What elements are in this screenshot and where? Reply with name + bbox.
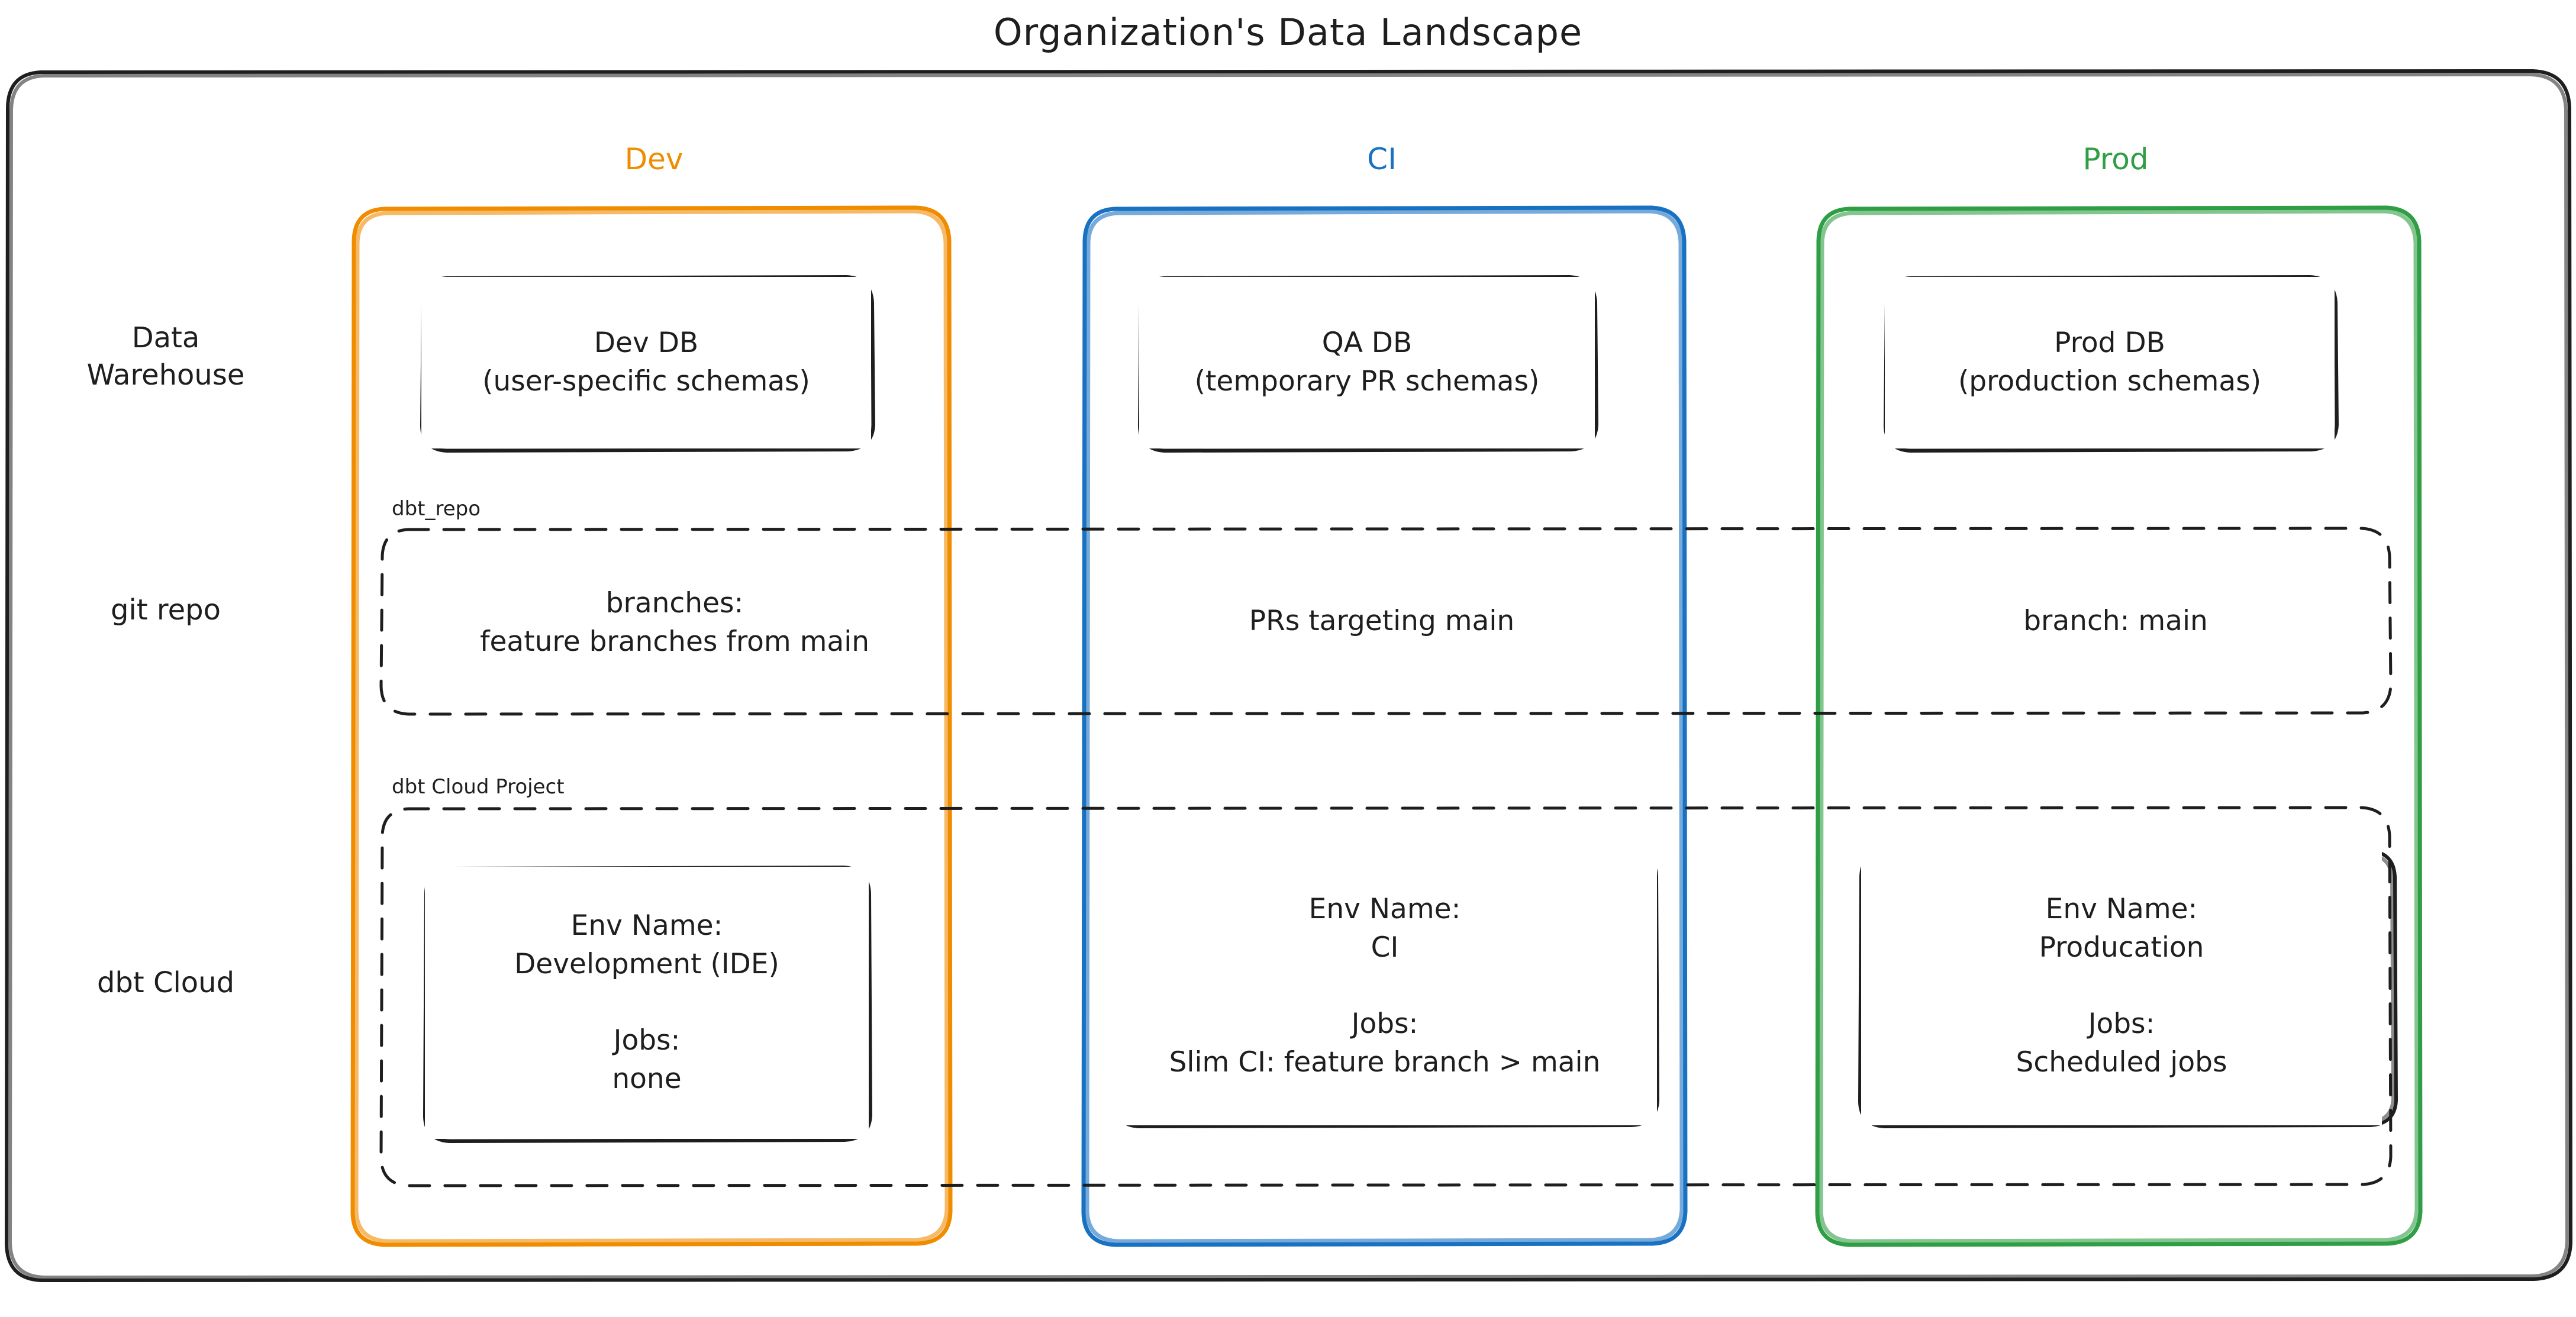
row-label-data-warehouse: Data Warehouse bbox=[86, 321, 245, 392]
card-dbt-cloud-env-dev-text: Env Name: Development (IDE) Jobs: none bbox=[514, 909, 779, 1096]
card-prod-db[interactable]: Prod DB (production schemas) bbox=[1885, 277, 2335, 448]
git-repo-dev-text: branches: feature branches from main bbox=[479, 587, 870, 658]
card-prod-db-text: Prod DB (production schemas) bbox=[1958, 327, 2262, 398]
column-header-prod: Prod bbox=[2082, 142, 2149, 176]
row-label-dbt-cloud: dbt Cloud bbox=[96, 966, 235, 999]
card-dbt-cloud-env-prod[interactable]: Env Name: Producation Jobs: Scheduled jo… bbox=[1861, 847, 2382, 1125]
git-repo-ci-text: PRs targeting main bbox=[1249, 605, 1515, 637]
card-dbt-cloud-env-ci[interactable]: Env Name: CI Jobs: Slim CI: feature bran… bbox=[1113, 847, 1657, 1125]
card-dbt-cloud-env-dev[interactable]: Env Name: Development (IDE) Jobs: none bbox=[425, 867, 869, 1139]
page-title: Organization's Data Landscape bbox=[993, 11, 1583, 54]
card-dev-db[interactable]: Dev DB (user-specific schemas) bbox=[421, 277, 871, 448]
group-caption-dbt-repo: dbt_repo bbox=[392, 497, 481, 521]
card-dbt-cloud-env-ci-text: Env Name: CI Jobs: Slim CI: feature bran… bbox=[1169, 892, 1601, 1079]
card-dev-db-text: Dev DB (user-specific schemas) bbox=[482, 327, 810, 398]
row-label-git-repo: git repo bbox=[111, 593, 221, 627]
group-caption-dbt-cloud-project: dbt Cloud Project bbox=[392, 775, 565, 799]
card-dbt-cloud-env-prod-text: Env Name: Producation Jobs: Scheduled jo… bbox=[2016, 892, 2227, 1079]
card-qa-db[interactable]: QA DB (temporary PR schemas) bbox=[1139, 277, 1595, 448]
git-repo-prod-text: branch: main bbox=[2023, 605, 2208, 637]
column-header-dev: Dev bbox=[624, 142, 684, 176]
card-qa-db-text: QA DB (temporary PR schemas) bbox=[1194, 327, 1540, 398]
column-header-ci: CI bbox=[1367, 142, 1397, 176]
